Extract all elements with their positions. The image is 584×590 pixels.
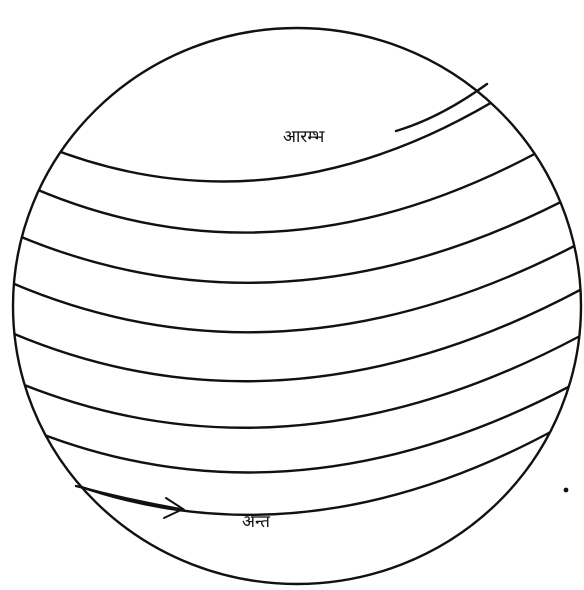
spiral-band-3	[5, 192, 580, 283]
spiral-band-4	[5, 242, 582, 332]
spiral-band-2	[22, 141, 558, 233]
start-label: आरम्भ	[283, 127, 325, 147]
ink-dot	[564, 488, 569, 493]
sphere-outline	[13, 28, 581, 584]
spiral-bands	[5, 85, 582, 515]
spiral-band-5	[5, 289, 582, 381]
end-label: अन्त	[242, 512, 270, 532]
spiral-band-6	[5, 336, 580, 428]
spiral-band-7	[10, 384, 574, 472]
spiral-start-stroke	[396, 84, 487, 131]
